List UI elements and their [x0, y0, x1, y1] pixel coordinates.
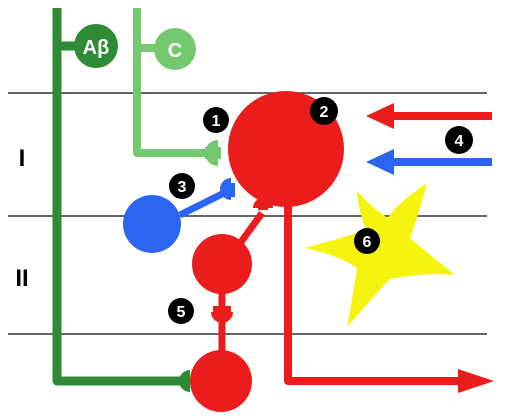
- yellow-glial-cell: [305, 183, 455, 327]
- blue-neuron: [123, 178, 235, 253]
- marker-4: 4: [445, 126, 473, 154]
- svg-text:4: 4: [455, 133, 464, 150]
- descending-arrows: [366, 103, 492, 175]
- lamina-label-ii: II: [15, 265, 28, 292]
- marker-3: 3: [169, 173, 195, 199]
- svg-text:6: 6: [363, 234, 372, 251]
- lamina-label-i: I: [19, 145, 26, 172]
- marker-5: 5: [168, 298, 194, 324]
- marker-1: 1: [203, 107, 229, 133]
- svg-text:2: 2: [320, 104, 329, 121]
- abeta-fiber-label: Aβ: [83, 37, 110, 59]
- svg-text:1: 1: [212, 113, 221, 130]
- marker-2: 2: [310, 97, 338, 125]
- svg-text:3: 3: [178, 179, 187, 196]
- red-neurons: [190, 91, 494, 412]
- abeta-fiber: Aβ: [52, 8, 190, 392]
- svg-text:5: 5: [177, 304, 186, 321]
- c-fiber-label: C: [168, 40, 182, 62]
- marker-6: 6: [354, 228, 380, 254]
- c-fiber: C: [133, 8, 221, 166]
